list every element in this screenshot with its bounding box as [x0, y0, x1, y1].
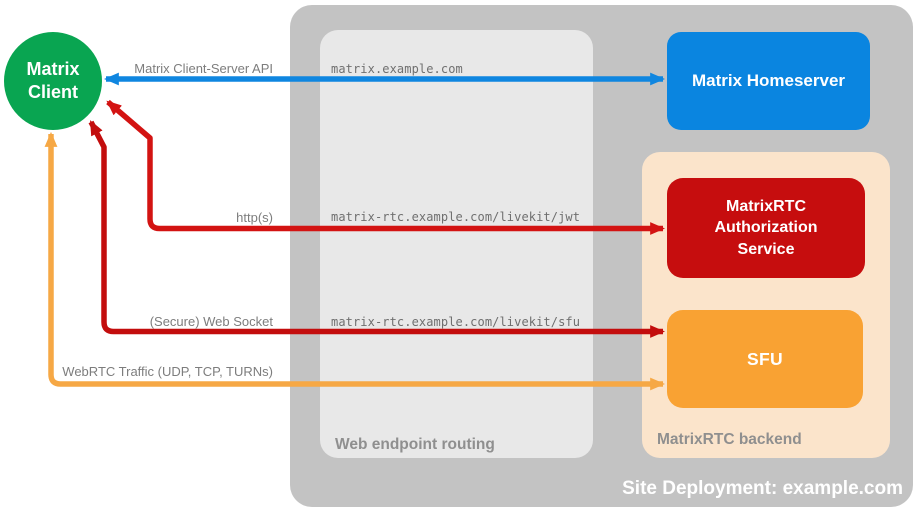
endpoint-livekit-jwt: matrix-rtc.example.com/livekit/jwt [331, 210, 581, 224]
backend-box-label: MatrixRTC backend [657, 431, 802, 448]
matrix-client-label: Matrix Client [26, 58, 80, 102]
sfu-node: SFU [667, 310, 863, 408]
homeserver-node: Matrix Homeserver [667, 32, 870, 130]
matrixrtc-backend-box: MatrixRTC Authorization Service SFU Matr… [642, 152, 890, 458]
client-server-api-arrow-label: Matrix Client-Server API [134, 61, 273, 76]
auth-service-label: MatrixRTC Authorization Service [714, 197, 818, 258]
site-deployment-label: Site Deployment: example.com [622, 478, 903, 499]
matrix-client-node: Matrix Client [4, 32, 102, 130]
auth-service-node: MatrixRTC Authorization Service [667, 178, 865, 278]
web-endpoint-routing-box: matrix.example.com matrix-rtc.example.co… [320, 30, 593, 458]
secure-web-socket-arrow-label: (Secure) Web Socket [149, 314, 273, 329]
endpoint-livekit-sfu: matrix-rtc.example.com/livekit/sfu [331, 315, 581, 329]
routing-box-label: Web endpoint routing [335, 436, 495, 453]
webrtc-traffic-arrow-label: WebRTC Traffic (UDP, TCP, TURNs) [62, 364, 273, 379]
endpoint-matrix: matrix.example.com [331, 62, 463, 76]
https-arrow-label: http(s) [236, 210, 273, 225]
homeserver-label: Matrix Homeserver [691, 71, 846, 90]
sfu-label: SFU [747, 348, 783, 369]
site-deployment-container: matrix.example.com matrix-rtc.example.co… [290, 5, 913, 507]
